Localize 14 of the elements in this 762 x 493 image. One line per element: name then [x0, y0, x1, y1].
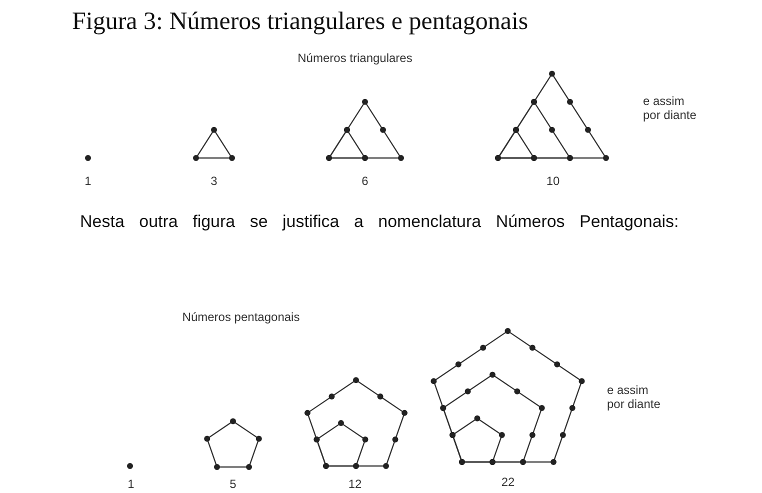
number-label: 12 [348, 478, 362, 492]
number-label: 1 [128, 478, 134, 492]
note: e assim por diante [607, 384, 662, 412]
number-label: 6 [362, 175, 368, 189]
number-label: 3 [210, 175, 218, 189]
number-label: 10 [546, 175, 560, 189]
paragraph: Nesta outra figura se justifica a nomenclatura Números Pentagonais: [79, 211, 680, 233]
number-label: 1 [84, 175, 92, 189]
heading: Números pentagonais [182, 311, 300, 325]
number-label: 5 [230, 478, 236, 492]
number-label: 22 [501, 476, 515, 490]
note: e assim por diante [643, 95, 698, 123]
figure-title: Figura 3: Números triangulares e pentagonais [72, 8, 528, 36]
heading: Números triangulares [298, 52, 412, 66]
